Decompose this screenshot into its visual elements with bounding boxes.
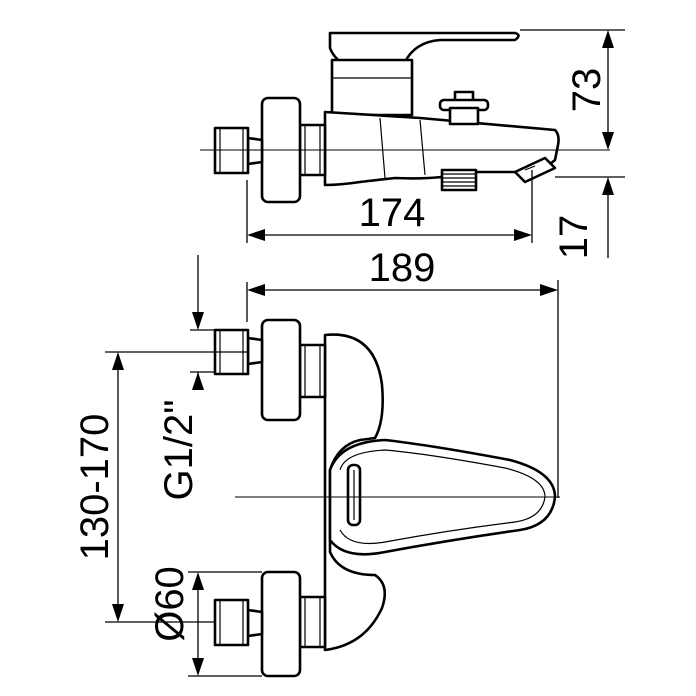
- dimension-17: 17: [552, 176, 625, 260]
- front-upper-inlet: [213, 318, 327, 422]
- side-diverter-knob: [438, 90, 490, 126]
- side-cartridge-body: [330, 58, 414, 117]
- dimension-center-distance-label: 130-170: [73, 414, 117, 561]
- dimension-17-label: 17: [552, 215, 596, 260]
- dimension-flange-diameter-label: Ø60: [148, 566, 192, 642]
- dimension-73-label: 73: [565, 68, 609, 113]
- dimension-73: 73: [520, 29, 625, 150]
- dimension-189: 189: [246, 246, 559, 498]
- dimension-center-distance: 130-170: [73, 351, 248, 623]
- side-aerator: [440, 156, 557, 192]
- dimension-189-label: 189: [369, 246, 436, 290]
- front-view: [213, 318, 560, 678]
- dimension-thread-label: G1/2": [157, 400, 201, 501]
- side-eccentric-pipe: [246, 136, 264, 166]
- dimension-thread: G1/2": [157, 255, 215, 500]
- front-lower-inlet: [213, 570, 327, 678]
- side-view: [200, 31, 610, 204]
- dimension-flange-diameter: Ø60: [148, 566, 262, 677]
- dimension-174-label: 174: [359, 191, 426, 235]
- dimension-174: 174: [246, 170, 533, 243]
- brand-logo-icon: [346, 463, 362, 527]
